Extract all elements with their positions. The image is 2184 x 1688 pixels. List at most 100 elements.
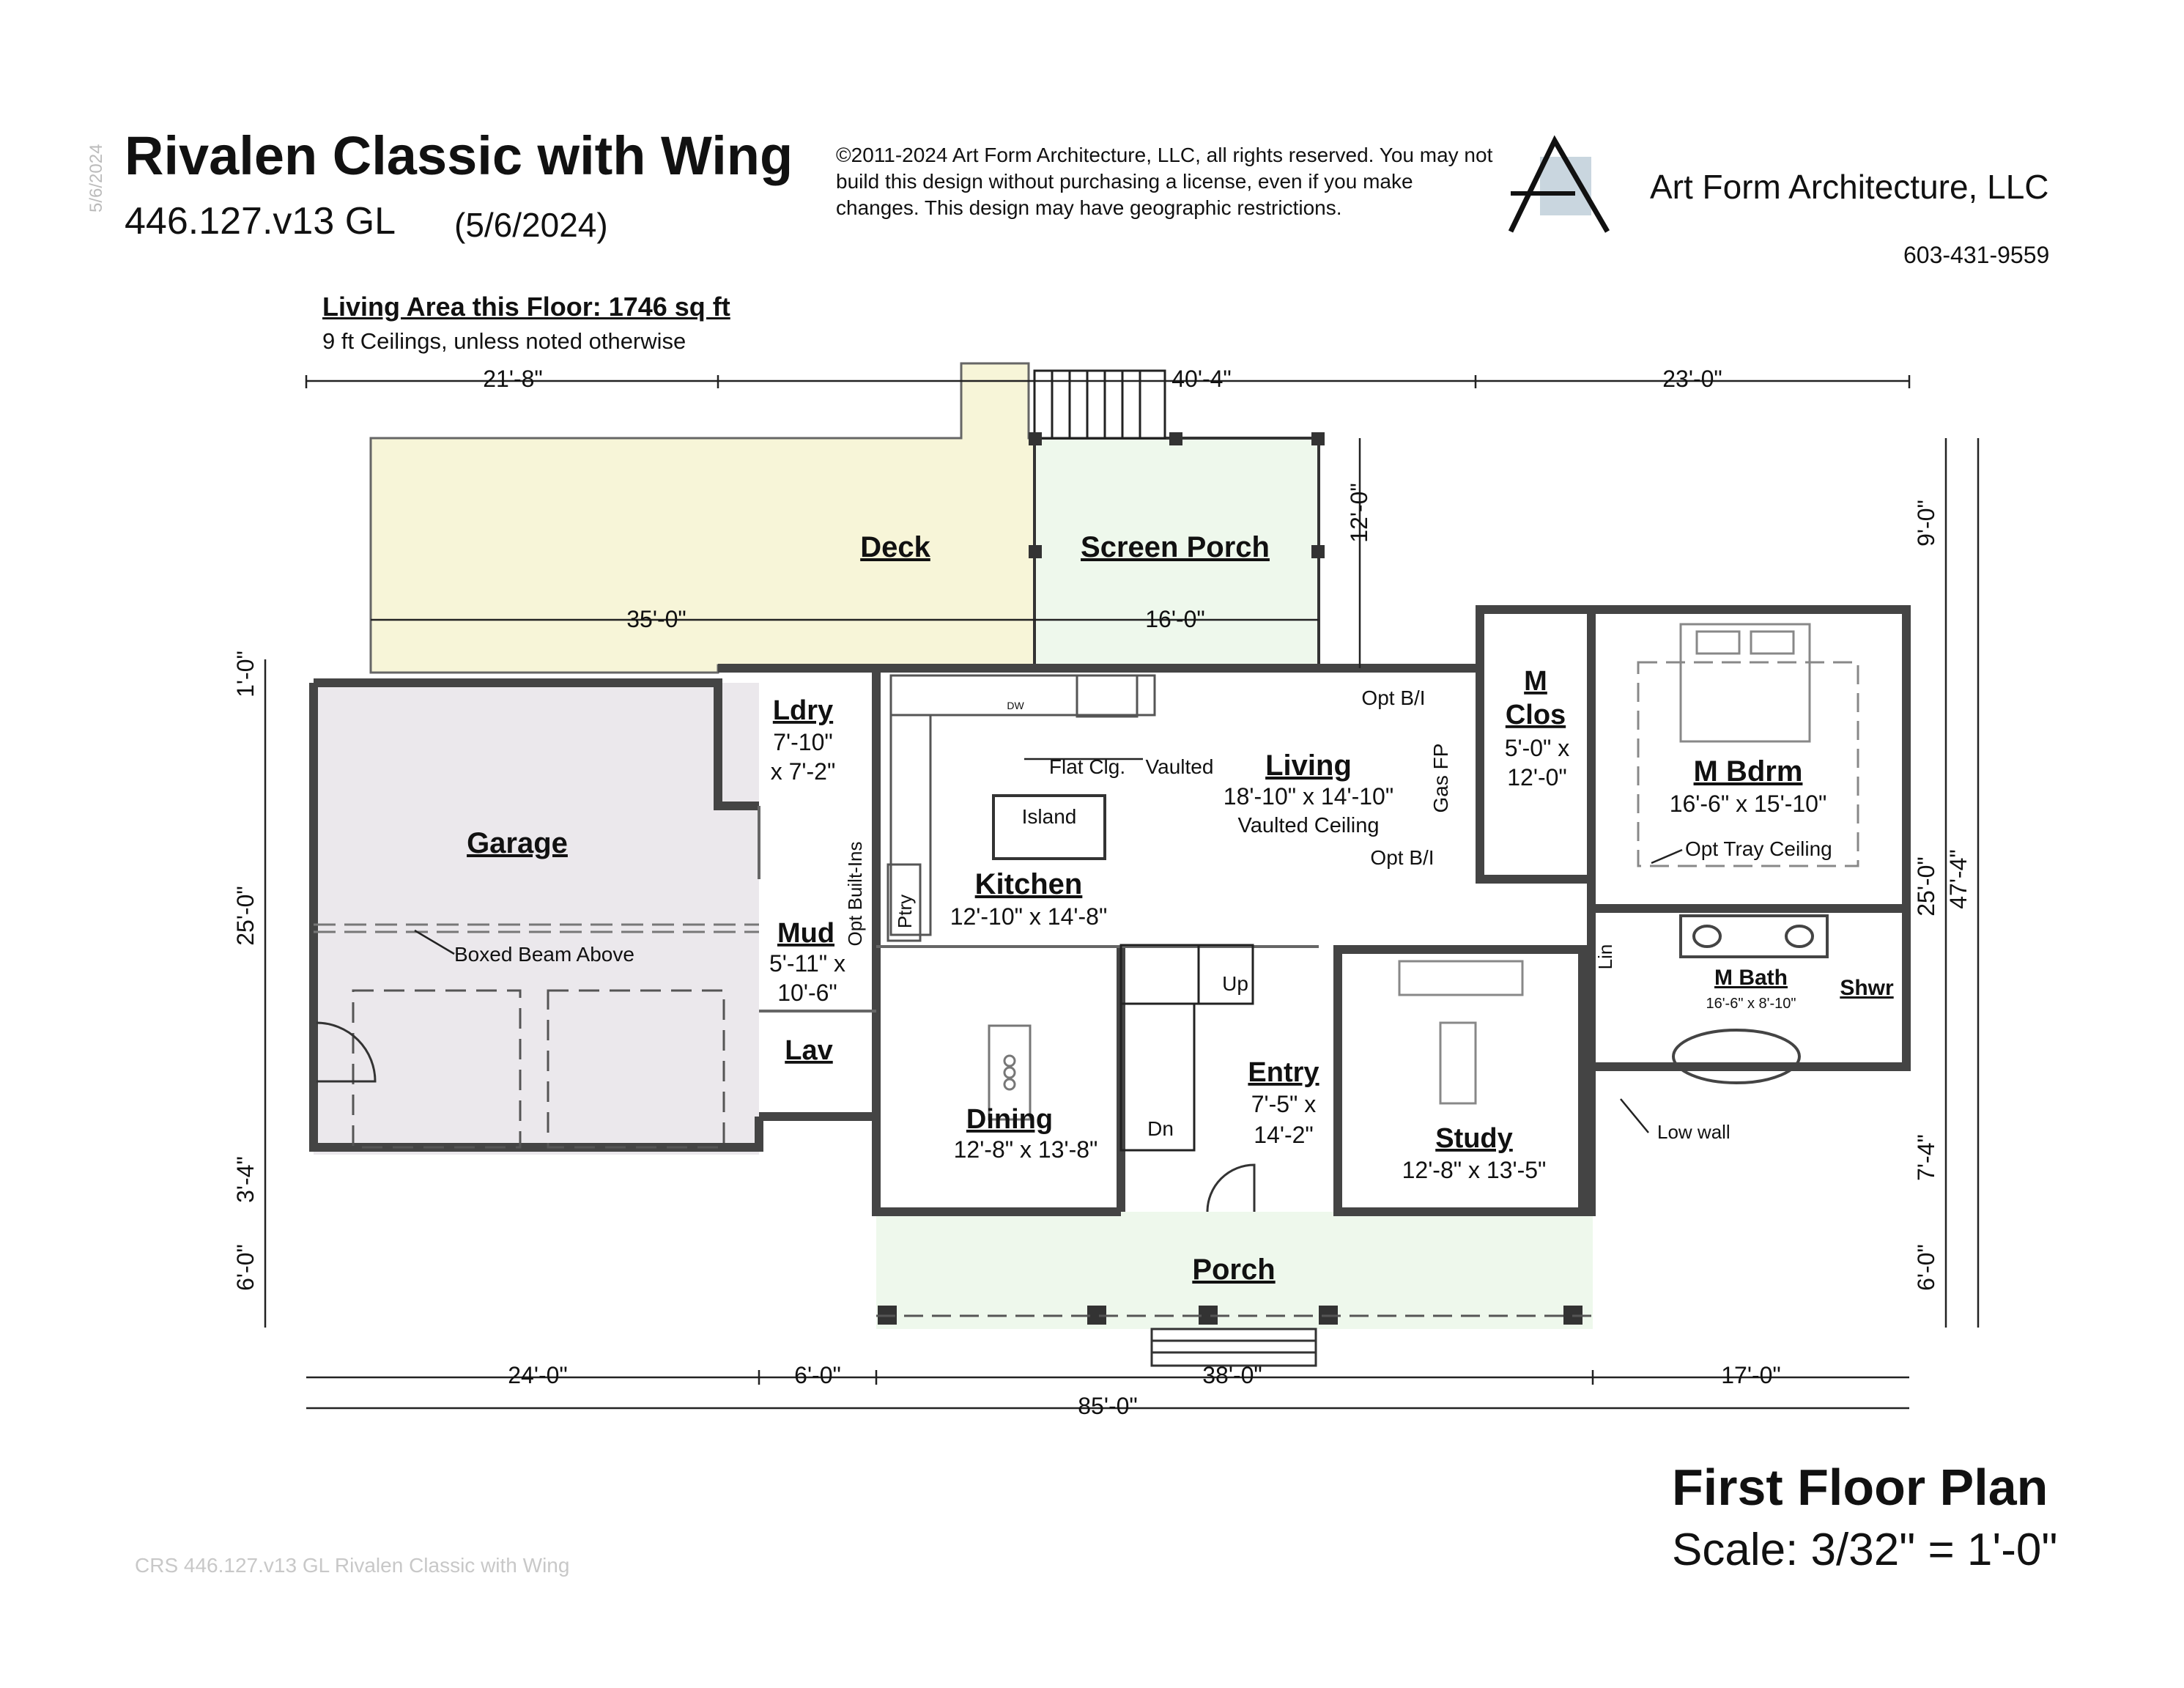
porch-steps — [1150, 1328, 1317, 1367]
plan-number: 446.127.v13 GL — [125, 200, 396, 243]
dim-left-3: 3'-4" — [232, 1156, 259, 1203]
room-screen-porch: Screen Porch — [1081, 531, 1270, 563]
firm-name: Art Form Architecture, LLC — [1650, 168, 2049, 206]
room-lav: Lav — [785, 1035, 832, 1066]
m-clos-size-1: 5'-0" x — [1505, 735, 1570, 761]
dishwasher-label: DW — [1007, 700, 1024, 711]
linen-label: Lin — [1594, 944, 1616, 970]
laundry-size-2: x 7'-2" — [771, 758, 836, 785]
dim-top-mid: 40'-4" — [1171, 366, 1232, 392]
plan-date: (5/6/2024) — [454, 206, 608, 244]
opt-bi-top-label: Opt B/I — [1361, 686, 1425, 709]
main-stairs — [1119, 944, 1254, 1152]
garage-doors — [352, 989, 725, 1149]
living-size: 18'-10" x 14'-10" — [1224, 783, 1393, 810]
m-bdrm-size: 16'-6" x 15'-10" — [1670, 791, 1827, 817]
kitchen-size: 12'-10" x 14'-8" — [950, 903, 1108, 930]
dim-bottom-17: 17'-0" — [1721, 1362, 1781, 1388]
dim-porch-width: 16'-0" — [1145, 606, 1205, 632]
interior-walls — [758, 806, 1319, 1013]
room-kitchen: Kitchen — [975, 868, 1083, 900]
opt-builtins-label: Opt Built-Ins — [844, 841, 866, 946]
mud-size-1: 5'-11" x — [769, 950, 845, 977]
bed — [1679, 623, 1811, 743]
dim-right-25: 25'-0" — [1913, 856, 1939, 917]
kitchen-island — [992, 794, 1106, 860]
stairs-down-label: Dn — [1147, 1117, 1174, 1140]
mud-size-2: 10'-6" — [777, 980, 837, 1006]
vaulted-label: Vaulted — [1146, 755, 1214, 778]
boxed-beam — [314, 923, 759, 933]
dim-top-right: 23'-0" — [1662, 366, 1722, 392]
room-m-clos-line2: Clos — [1506, 700, 1566, 730]
garage-door-swing — [316, 1021, 377, 1083]
dim-top-left: 21'-8" — [483, 366, 543, 392]
ceilings-note: 9 ft Ceilings, unless noted otherwise — [322, 328, 686, 354]
copyright-notice: ©2011-2024 Art Form Architecture, LLC, a… — [836, 144, 1493, 219]
dim-right-7: 7'-4" — [1913, 1134, 1939, 1181]
dim-right-6: 6'-0" — [1913, 1244, 1939, 1291]
stairs-up-label: Up — [1222, 972, 1248, 995]
living-area-note: Living Area this Floor: 1746 sq ft — [322, 292, 730, 322]
boxed-beam-label: Boxed Beam Above — [454, 943, 634, 966]
screen-porch-posts — [1029, 432, 1325, 558]
room-porch: Porch — [1192, 1254, 1275, 1286]
firm-phone: 603-431-9559 — [1903, 242, 2050, 268]
living-ceiling-label: Vaulted Ceiling — [1238, 814, 1380, 837]
dim-bottom-6: 6'-0" — [794, 1362, 841, 1388]
room-entry: Entry — [1248, 1057, 1319, 1088]
room-mud: Mud — [777, 918, 834, 949]
room-deck: Deck — [860, 531, 930, 563]
room-m-bath: M Bath — [1714, 966, 1788, 990]
gas-fireplace-label: Gas FP — [1429, 744, 1452, 813]
entry-size-2: 14'-2" — [1254, 1122, 1314, 1148]
laundry-size-1: 7'-10" — [773, 729, 833, 755]
deck-area — [369, 362, 1036, 674]
opt-bi-bottom-label: Opt B/I — [1370, 846, 1434, 869]
plan-title: Rivalen Classic with Wing — [125, 125, 793, 186]
porch-area — [876, 1212, 1593, 1329]
footer-reference: CRS 446.127.v13 GL Rivalen Classic with … — [135, 1554, 570, 1577]
bath-fixtures — [1672, 914, 1829, 1084]
leader-lines — [414, 758, 1683, 1133]
logo-a-mark — [1508, 135, 1610, 233]
dim-right-47: 47'-4" — [1945, 849, 1972, 909]
firm-logo — [1508, 135, 1610, 233]
front-door-swing — [1206, 1163, 1256, 1213]
scale-note: Scale: 3/32" = 1'-0" — [1672, 1525, 2058, 1575]
low-wall-label: Low wall — [1657, 1121, 1730, 1143]
dim-overall: 85'-0" — [1078, 1393, 1138, 1419]
dim-left-6: 6'-0" — [232, 1244, 259, 1291]
room-study: Study — [1435, 1123, 1513, 1154]
room-shower: Shwr — [1840, 976, 1894, 1000]
dining-table — [988, 1024, 1032, 1121]
exterior-walls — [309, 605, 1911, 1216]
dimension-lines — [264, 375, 1980, 1410]
dim-left-25: 25'-0" — [232, 886, 259, 946]
m-clos-size-2: 12'-0" — [1507, 764, 1567, 791]
dim-porch-depth: 12'-0" — [1346, 483, 1372, 543]
opt-tray-ceiling-label: Opt Tray Ceiling — [1685, 837, 1832, 860]
dim-bottom-38: 38'-0" — [1202, 1362, 1262, 1388]
kitchen-cabinets — [886, 674, 1156, 942]
dining-size: 12'-8" x 13'-8" — [954, 1136, 1098, 1163]
m-bath-size: 16'-6" x 8'-10" — [1706, 996, 1796, 1012]
room-living: Living — [1265, 749, 1352, 782]
room-m-clos-line1: M — [1524, 666, 1547, 697]
sheet-title: First Floor Plan — [1672, 1459, 2048, 1516]
tray-ceiling-outline — [1637, 661, 1859, 867]
room-laundry: Ldry — [773, 695, 833, 726]
dim-right-9: 9'-0" — [1913, 500, 1939, 547]
garage-area — [314, 683, 759, 1155]
dim-deck-width: 35'-0" — [626, 606, 686, 632]
dim-left-1: 1'-0" — [232, 651, 259, 697]
room-dining: Dining — [966, 1104, 1053, 1135]
room-m-bdrm: M Bdrm — [1694, 755, 1803, 788]
deck-stairs — [1033, 369, 1166, 440]
dim-bottom-24: 24'-0" — [508, 1362, 568, 1388]
study-furniture — [1398, 960, 1524, 1105]
room-garage: Garage — [467, 827, 568, 859]
entry-size-1: 7'-5" x — [1251, 1091, 1317, 1117]
pantry-label: Ptry — [894, 895, 916, 928]
